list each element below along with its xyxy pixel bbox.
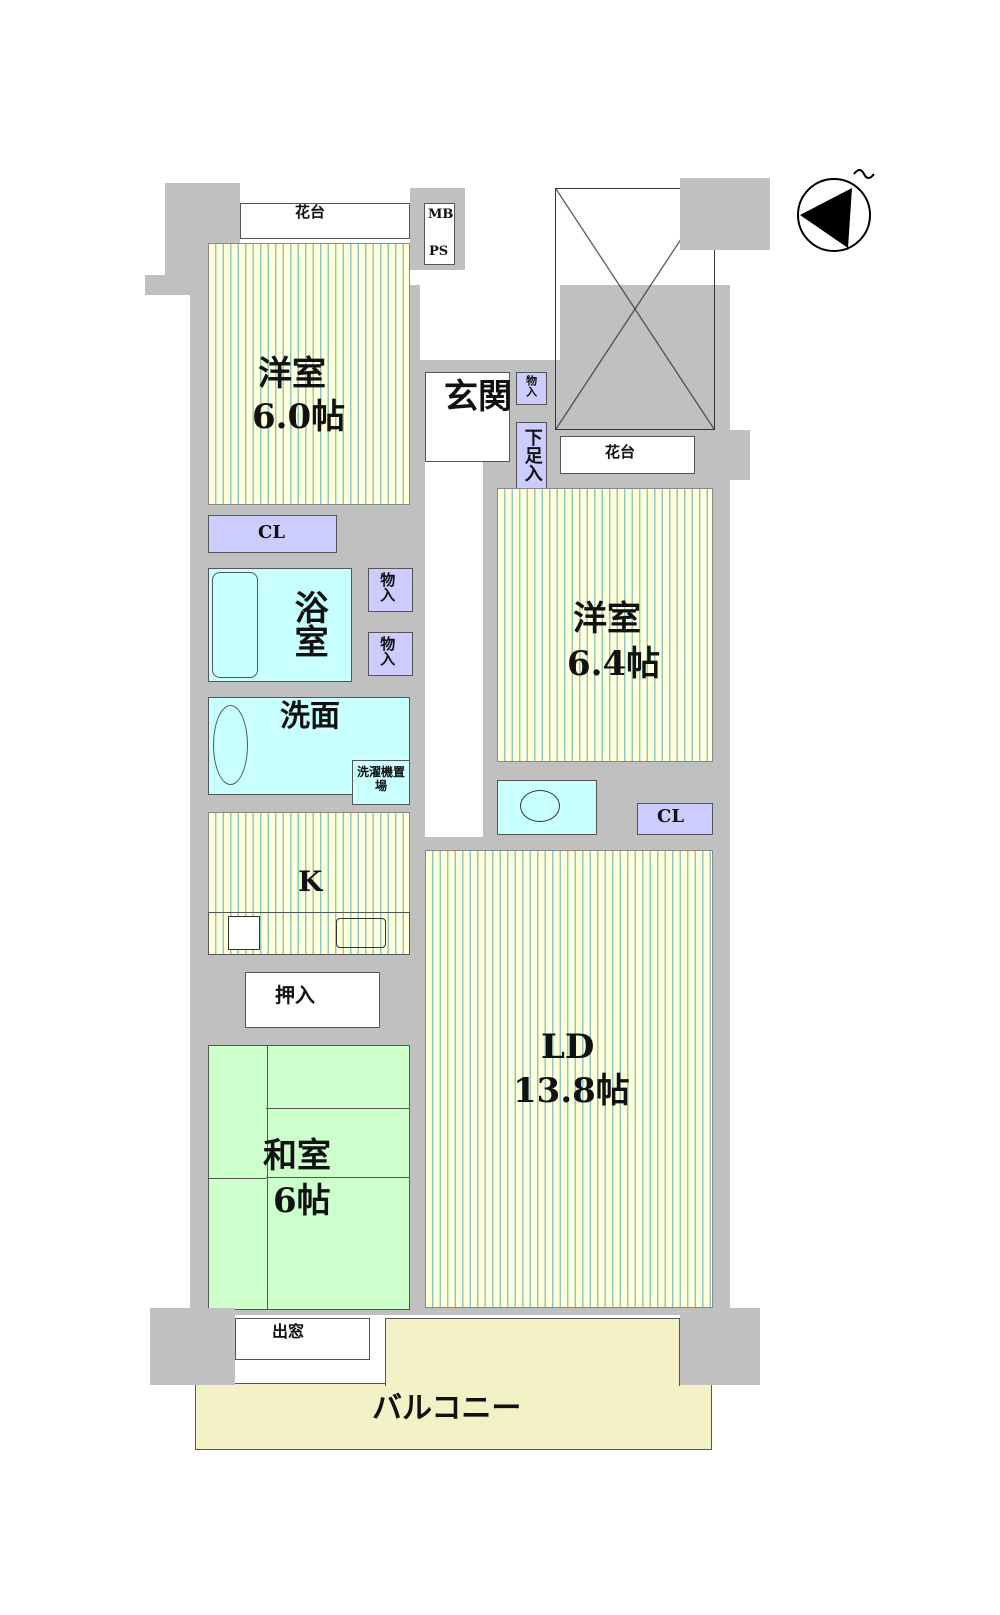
- washer-space: [352, 760, 410, 805]
- balcony-label: バルコニー: [372, 1391, 522, 1426]
- pillar: [680, 1308, 760, 1385]
- oshiire-label: 押入: [275, 983, 315, 1007]
- room-name: 洋室: [258, 354, 326, 394]
- shoe-storage-label: 下足入: [521, 428, 543, 482]
- washer-label: 洗濯機置場: [356, 765, 405, 793]
- living-dining[interactable]: [425, 850, 713, 1308]
- pillar: [695, 430, 750, 480]
- bay-window: [235, 1318, 370, 1360]
- mb-ps: [424, 203, 455, 265]
- closet-label: CL: [258, 522, 285, 543]
- kitchen-label: K: [298, 865, 323, 898]
- room-size: 13.8帖: [513, 1071, 630, 1111]
- bath-label: 浴室: [288, 590, 329, 658]
- closet-2[interactable]: [637, 803, 713, 835]
- storage-label: 物入: [524, 375, 538, 397]
- oshiire[interactable]: [245, 972, 380, 1028]
- washroom-label: 洗面: [280, 699, 340, 734]
- storage-2[interactable]: [368, 568, 413, 612]
- flower-stand-label: 花台: [605, 443, 636, 461]
- storage-label: 物入: [378, 636, 397, 666]
- stove-icon: [228, 916, 260, 950]
- bathtub: [212, 572, 258, 678]
- bay-window-label: 出窓: [272, 1322, 305, 1341]
- toilet-bowl-icon: [520, 790, 560, 822]
- mb-label: MB: [428, 207, 454, 222]
- ps-label: PS: [429, 244, 449, 259]
- closet-label: CL: [657, 806, 684, 827]
- entrance[interactable]: [425, 372, 510, 462]
- entry-porch: [420, 285, 560, 360]
- flower-stand-top: [240, 203, 410, 239]
- balcony[interactable]: [195, 1383, 712, 1450]
- corridor-outside: [465, 188, 557, 288]
- hallway: [425, 462, 483, 837]
- flower-stand-right: [560, 436, 695, 474]
- storage-label: 物入: [378, 572, 397, 602]
- room-name: 和室: [263, 1136, 331, 1176]
- kitchen-counter: [208, 912, 410, 955]
- sink: [213, 705, 248, 785]
- storage-3[interactable]: [368, 632, 413, 676]
- north-compass-icon: [797, 169, 875, 252]
- entrance-label: 玄関: [444, 377, 512, 417]
- room-name: LD: [541, 1027, 595, 1067]
- tatami-lines: [266, 1108, 410, 1178]
- room-name: 洋室: [573, 599, 641, 639]
- closet-1[interactable]: [208, 515, 337, 553]
- balcony: [385, 1318, 680, 1386]
- kitchen-sink-icon: [336, 918, 386, 948]
- flower-stand-label: 花台: [295, 203, 326, 221]
- tatami-lines: [208, 1178, 266, 1179]
- pillar: [680, 178, 770, 250]
- room-size: 6帖: [273, 1181, 331, 1221]
- room-size: 6.0帖: [252, 397, 346, 437]
- room-size: 6.4帖: [567, 644, 661, 684]
- western-room-1[interactable]: [208, 243, 410, 505]
- storage-small[interactable]: [516, 372, 547, 405]
- western-room-2[interactable]: [497, 488, 713, 762]
- pillar: [150, 1308, 235, 1385]
